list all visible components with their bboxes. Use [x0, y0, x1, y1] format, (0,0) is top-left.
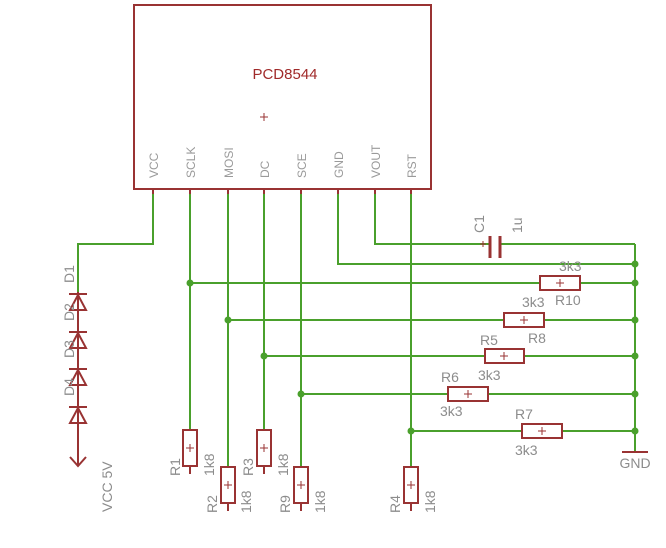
resistor-r9 — [293, 466, 309, 504]
junction — [631, 260, 639, 268]
junction — [260, 352, 268, 360]
chip-origin-mark — [260, 113, 268, 121]
chip-name: PCD8544 — [252, 66, 317, 83]
vertical-resistors — [182, 429, 419, 511]
resistor-value-r2: 1k8 — [238, 490, 254, 513]
wire-vcc — [77, 190, 154, 292]
junction — [631, 427, 639, 435]
chip-pins — [152, 189, 412, 194]
chip-pin-labels: VCC SCLK MOSI DC SCE GND VOUT RST — [147, 144, 419, 178]
resistor-name-r2: R2 — [204, 495, 220, 513]
resistor-value-r3: 1k8 — [275, 453, 291, 476]
resistor-r8 — [503, 312, 545, 328]
diode-label-d4: D4 — [61, 378, 77, 396]
resistor-value-r6: 3k3 — [440, 403, 463, 419]
pin-label-vout: VOUT — [369, 144, 383, 178]
junction — [297, 390, 305, 398]
diode-d1 — [68, 292, 88, 311]
chip-body — [133, 4, 432, 190]
resistor-name-r6: R6 — [441, 369, 459, 385]
resistor-name-r8: R8 — [528, 330, 546, 346]
junction — [631, 279, 639, 287]
resistor-name-r7: R7 — [515, 406, 533, 422]
diode-d4 — [68, 405, 88, 424]
resistor-r4 — [403, 466, 419, 504]
wire-gnd — [337, 190, 635, 265]
resistor-value-r10: 3k3 — [559, 258, 582, 274]
junction — [224, 316, 232, 324]
junction — [407, 427, 415, 435]
diode-labels: D1 D2 D3 D4 VCC 5V — [61, 265, 115, 512]
pin-label-sclk: SCLK — [184, 147, 198, 178]
resistor-r10 — [539, 275, 581, 291]
capacitor-value: 1u — [509, 217, 525, 233]
capacitor-c1: C1 1u — [471, 215, 525, 258]
pin-label-dc: DC — [258, 160, 272, 178]
wires — [77, 190, 636, 472]
resistor-value-r7: 3k3 — [515, 442, 538, 458]
ground-label: GND — [619, 455, 650, 471]
horizontal-resistor-labels: 3k3 R10 3k3 R8 R5 3k3 R6 3k3 R7 3k3 — [440, 258, 582, 458]
capacitor-name: C1 — [471, 215, 487, 233]
vertical-resistor-labels: R1 1k8 R2 1k8 R3 1k8 R9 1k8 R4 1k8 — [167, 453, 438, 513]
junction — [631, 316, 639, 324]
resistor-value-r4: 1k8 — [422, 490, 438, 513]
horizontal-resistors — [447, 275, 581, 439]
vcc-arrow — [69, 456, 87, 468]
diode-label-d3: D3 — [61, 340, 77, 358]
diode-d3 — [68, 367, 88, 386]
resistor-name-r9: R9 — [277, 495, 293, 513]
pin-label-vcc: VCC — [147, 152, 161, 178]
resistor-r5 — [484, 348, 525, 364]
pcd8544-chip: PCD8544 VCC SCLK MOSI DC SCE GND VOUT RS… — [133, 4, 432, 194]
resistor-value-r1: 1k8 — [201, 453, 217, 476]
resistor-r2 — [220, 466, 236, 504]
junction — [631, 352, 639, 360]
wire-vout — [374, 190, 490, 245]
resistor-name-r5: R5 — [480, 332, 498, 348]
resistor-name-r4: R4 — [387, 495, 403, 513]
supply-label: VCC 5V — [99, 461, 115, 512]
resistor-value-r9: 1k8 — [312, 490, 328, 513]
diode-d2 — [68, 330, 88, 349]
ground-symbol: GND — [619, 451, 651, 471]
resistor-name-r1: R1 — [167, 458, 183, 476]
junction — [631, 390, 639, 398]
resistor-r7 — [521, 423, 563, 439]
pin-label-gnd: GND — [332, 151, 346, 178]
diode-label-d1: D1 — [61, 265, 77, 283]
diode-chain — [68, 292, 88, 468]
resistor-name-r10: R10 — [555, 292, 581, 308]
junctions — [186, 260, 639, 435]
diode-label-d2: D2 — [61, 303, 77, 321]
junction — [186, 279, 194, 287]
resistor-name-r3: R3 — [240, 458, 256, 476]
resistor-r3 — [256, 429, 272, 467]
resistor-r1 — [182, 429, 198, 467]
resistor-value-r5: 3k3 — [478, 367, 501, 383]
resistor-value-r8: 3k3 — [522, 294, 545, 310]
pin-label-mosi: MOSI — [222, 147, 236, 178]
resistor-r6 — [447, 386, 489, 402]
pin-label-rst: RST — [405, 153, 419, 178]
pin-label-sce: SCE — [295, 153, 309, 178]
